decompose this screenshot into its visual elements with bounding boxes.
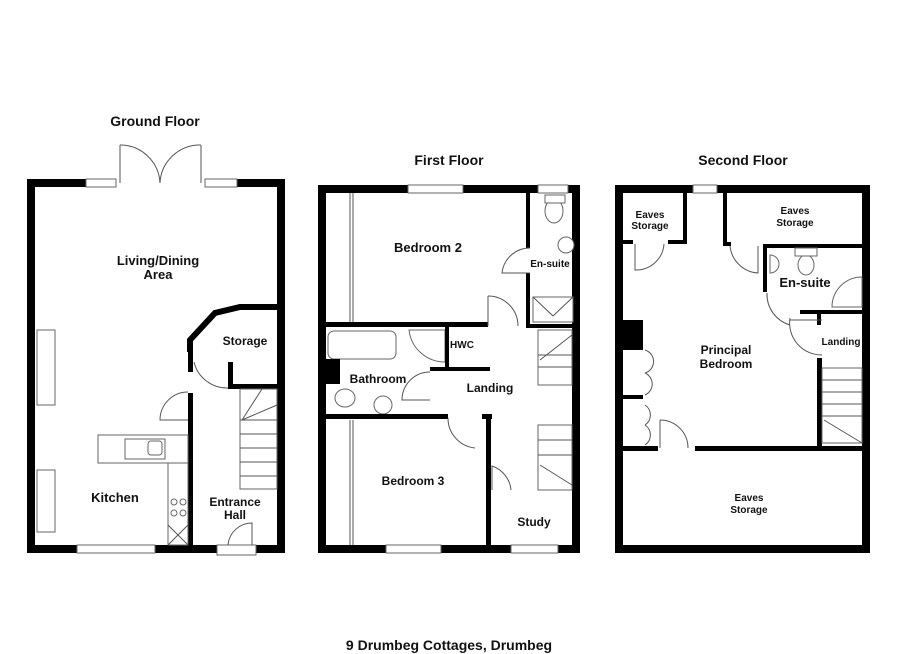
room-label-kitchen: Kitchen bbox=[91, 490, 139, 505]
property-address: 9 Drumbeg Cottages, Drumbeg bbox=[346, 637, 552, 653]
room-label-storage: Storage bbox=[223, 334, 268, 348]
room-label-principal-bedroom: Bedroom bbox=[700, 357, 753, 371]
room-label-eaves-storage: Eaves bbox=[636, 210, 665, 221]
window bbox=[76, 544, 156, 554]
window bbox=[85, 178, 117, 188]
first-floor: First Floor bbox=[318, 152, 580, 554]
window bbox=[385, 544, 442, 554]
window bbox=[407, 184, 464, 194]
room-label-hwc: HWC bbox=[450, 340, 474, 351]
room-label-living-dining: Living/Dining bbox=[117, 253, 199, 268]
window bbox=[692, 184, 718, 194]
room-label-bedroom-2: Bedroom 2 bbox=[394, 240, 462, 255]
window bbox=[204, 178, 238, 188]
ground-floor: Ground Floor bbox=[27, 113, 285, 556]
room-label-entrance-hall: Entrance bbox=[209, 495, 261, 509]
room-label-bathroom: Bathroom bbox=[350, 372, 407, 386]
window bbox=[537, 184, 569, 194]
room-label-bedroom-3: Bedroom 3 bbox=[382, 474, 445, 488]
room-label-principal-bedroom: Principal bbox=[701, 343, 752, 357]
ground-floor-title: Ground Floor bbox=[110, 113, 200, 129]
room-label-en-suite: En-suite bbox=[530, 259, 570, 270]
room-label-entrance-hall: Hall bbox=[224, 508, 246, 522]
first-floor-title: First Floor bbox=[414, 152, 484, 168]
second-floor-title: Second Floor bbox=[698, 152, 788, 168]
room-label-eaves-storage: Storage bbox=[776, 218, 814, 229]
room-label-eaves-storage: Storage bbox=[730, 505, 768, 516]
room-label-en-suite: En-suite bbox=[779, 275, 830, 290]
room-label-landing: Landing bbox=[822, 337, 861, 348]
room-label-living-dining: Area bbox=[144, 267, 174, 282]
room-label-eaves-storage: Eaves bbox=[781, 206, 810, 217]
room-label-eaves-storage: Storage bbox=[631, 221, 669, 232]
window bbox=[510, 544, 559, 554]
room-label-landing: Landing bbox=[467, 381, 514, 395]
second-floor: Second Floor bbox=[615, 152, 870, 553]
front-door bbox=[216, 544, 257, 556]
room-label-eaves-storage: Eaves bbox=[735, 493, 764, 504]
room-label-study: Study bbox=[517, 515, 551, 529]
